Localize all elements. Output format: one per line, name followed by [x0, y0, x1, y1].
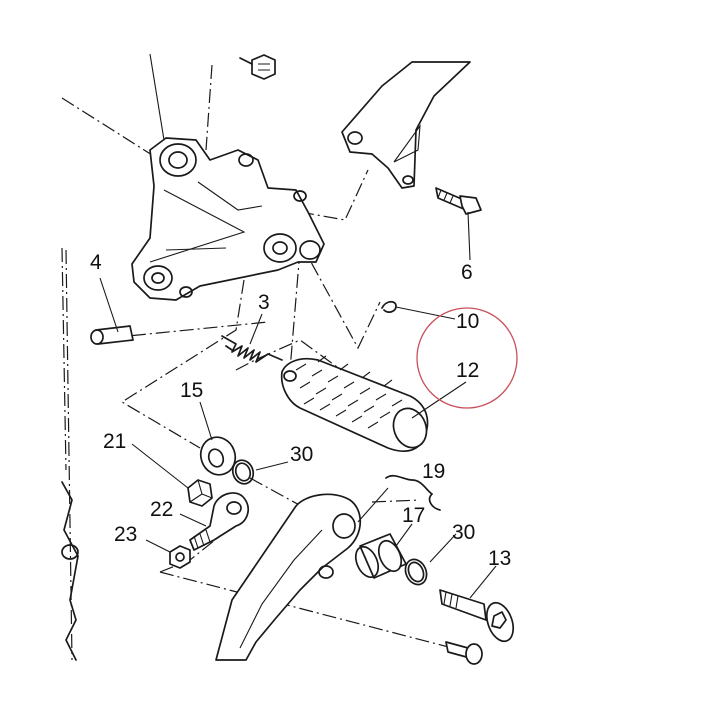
rod-end-part-22 — [189, 492, 249, 551]
group-bracket-19 — [385, 474, 441, 511]
o-ring-part-30-upper — [231, 459, 255, 485]
highlight-circle — [416, 307, 518, 409]
top-bolt — [239, 54, 276, 80]
o-ring-part-30-lower — [404, 558, 428, 586]
bolt-part-13 — [439, 589, 515, 643]
callout-19: 19 — [422, 460, 445, 483]
callout-6: 6 — [461, 261, 473, 284]
callout-13: 13 — [488, 547, 511, 570]
pin-part-4 — [90, 325, 134, 345]
callout-30-upper: 30 — [290, 443, 313, 466]
callout-21: 21 — [103, 430, 126, 453]
callouts: 4 3 6 10 12 15 21 30 19 22 17 30 23 13 — [90, 251, 511, 570]
footrest-bracket — [131, 137, 325, 301]
left-edge-part — [61, 481, 79, 661]
callout-30-lower: 30 — [452, 521, 475, 544]
footpeg-part-12 — [280, 355, 429, 453]
clip-part-10 — [381, 300, 397, 313]
callout-15: 15 — [180, 379, 203, 402]
assembly-axis-lines — [61, 64, 461, 661]
callout-17: 17 — [402, 504, 425, 527]
nut-part-23 — [169, 545, 191, 569]
callout-3: 3 — [258, 291, 270, 314]
bolt-part-6 — [435, 187, 482, 215]
callout-12: 12 — [456, 359, 479, 382]
leader-lines — [99, 53, 497, 599]
bushing-part-17 — [354, 533, 407, 579]
spring-part-3 — [221, 335, 283, 363]
bottom-bolt — [445, 641, 483, 665]
callout-22: 22 — [150, 498, 173, 521]
pedal-arm — [215, 493, 362, 661]
callout-4: 4 — [90, 251, 102, 274]
callout-10: 10 — [456, 310, 479, 333]
nut-part-21 — [187, 479, 213, 507]
frame-bracket — [341, 61, 471, 189]
washer-part-15 — [199, 436, 237, 476]
callout-23: 23 — [114, 523, 137, 546]
